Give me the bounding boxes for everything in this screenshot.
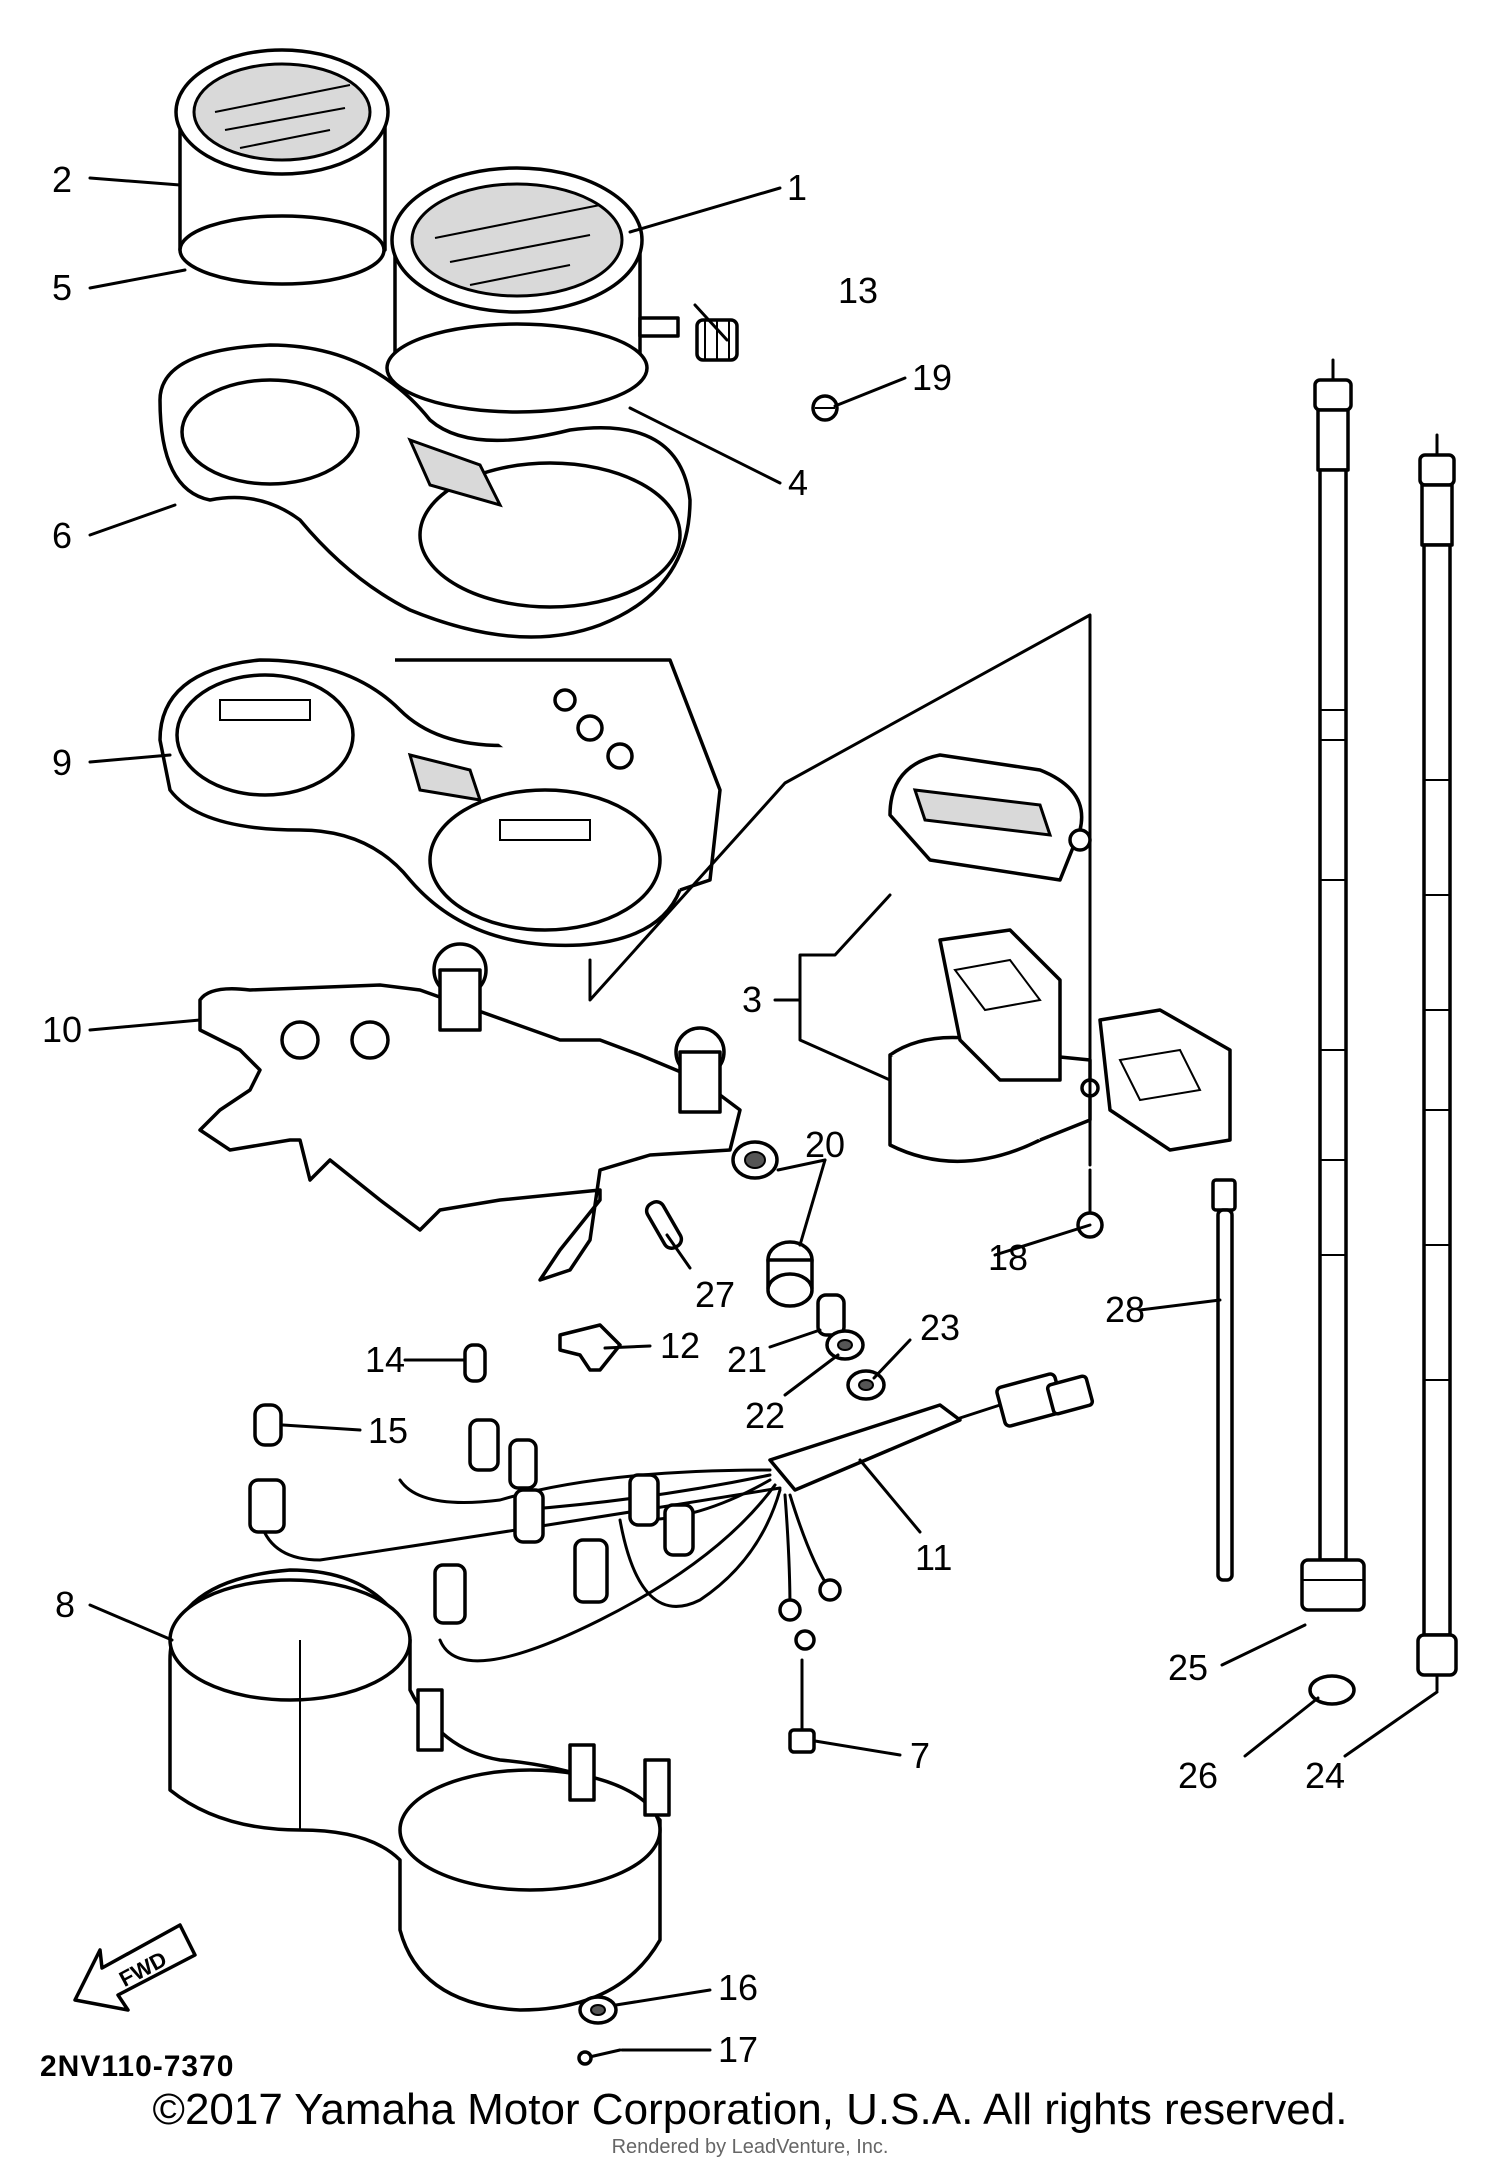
pin-27 bbox=[644, 1200, 684, 1250]
cable-24 bbox=[1416, 433, 1458, 1692]
callout-27: 27 bbox=[695, 1274, 735, 1315]
case-9 bbox=[158, 658, 722, 948]
clip-12 bbox=[558, 1323, 622, 1372]
harness-11 bbox=[248, 1372, 1095, 1663]
callout-26: 26 bbox=[1178, 1755, 1218, 1796]
cable-25 bbox=[1300, 358, 1366, 1612]
callout-8: 8 bbox=[55, 1584, 75, 1625]
callout-15: 15 bbox=[368, 1410, 408, 1451]
gauge-1 bbox=[385, 166, 680, 414]
callout-20: 20 bbox=[805, 1124, 845, 1165]
cover-8 bbox=[168, 1568, 671, 2012]
callout-2: 2 bbox=[52, 159, 72, 200]
callout-1: 1 bbox=[787, 167, 807, 208]
callout-18: 18 bbox=[988, 1237, 1028, 1278]
callout-6: 6 bbox=[52, 515, 72, 556]
bracket-10 bbox=[198, 942, 742, 1282]
grommet-20 bbox=[731, 1140, 814, 1308]
bezel-6 bbox=[158, 343, 692, 639]
callout-7: 7 bbox=[910, 1735, 930, 1776]
spacer-21 bbox=[816, 1293, 846, 1337]
bulb-15 bbox=[253, 1403, 283, 1447]
knob-13 bbox=[695, 318, 739, 362]
callout-11: 11 bbox=[915, 1537, 952, 1578]
indicator-3 bbox=[888, 753, 1232, 1164]
callout-25: 25 bbox=[1168, 1647, 1208, 1688]
bulb-14 bbox=[463, 1343, 487, 1383]
callout-21: 21 bbox=[727, 1339, 767, 1380]
screw-19 bbox=[811, 394, 839, 422]
callout-17: 17 bbox=[718, 2029, 758, 2070]
callout-22: 22 bbox=[745, 1395, 785, 1436]
washer-22 bbox=[825, 1329, 865, 1361]
callout-12: 12 bbox=[660, 1325, 700, 1366]
copyright-notice: ©2017 Yamaha Motor Corporation, U.S.A. A… bbox=[152, 2085, 1348, 2134]
callout-9: 9 bbox=[52, 742, 72, 783]
oring-26 bbox=[1308, 1674, 1356, 1706]
leader-lines bbox=[88, 176, 1439, 2052]
callout-13: 13 bbox=[838, 270, 878, 311]
callout-23: 23 bbox=[920, 1307, 960, 1348]
gauge-2 bbox=[174, 48, 390, 286]
callout-5: 5 bbox=[52, 267, 72, 308]
callout-3: 3 bbox=[742, 979, 762, 1020]
callout-28: 28 bbox=[1105, 1289, 1145, 1330]
callout-24: 24 bbox=[1305, 1755, 1345, 1796]
screw-17 bbox=[577, 2048, 622, 2066]
fwd-arrow-icon: FWD bbox=[73, 1923, 197, 2012]
callout-labels: 1 2 3 4 5 6 7 8 9 10 11 12 13 14 15 16 1… bbox=[42, 159, 1345, 2070]
watermark-text: Rendered by LeadVenture, Inc. bbox=[611, 2136, 889, 2158]
tie-28 bbox=[1211, 1178, 1237, 1582]
screw-7 bbox=[788, 1658, 816, 1754]
callout-14: 14 bbox=[365, 1339, 405, 1380]
callout-19: 19 bbox=[912, 357, 952, 398]
callout-16: 16 bbox=[718, 1967, 758, 2008]
callout-10: 10 bbox=[42, 1009, 82, 1050]
callout-4: 4 bbox=[788, 462, 808, 503]
diagram-code: 2NV110-7370 bbox=[40, 2050, 235, 2083]
nut-16 bbox=[578, 1995, 618, 2025]
